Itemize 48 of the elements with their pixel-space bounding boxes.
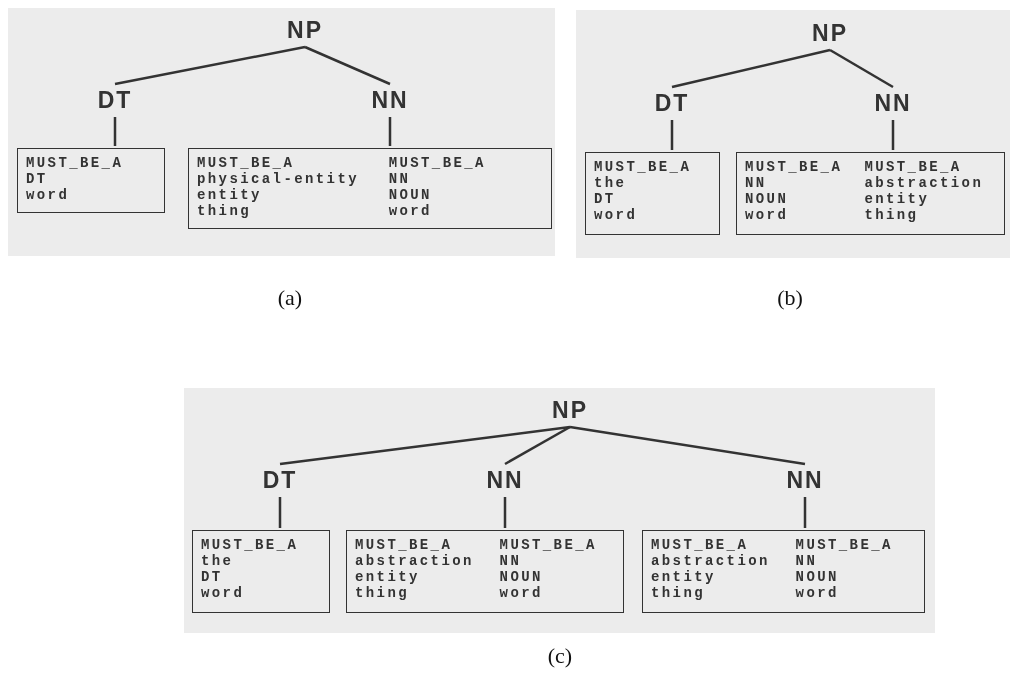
feature-list: MUST_BE_A the DT word <box>201 537 312 606</box>
tree-branch-line <box>279 425 571 466</box>
tree-branch-line <box>304 45 391 86</box>
tree-node-label: NP <box>805 19 855 47</box>
feature-box <box>192 530 330 613</box>
feature-list: MUST_BE_A NN NOUN word <box>795 537 906 606</box>
tree-node-label: NN <box>780 466 830 494</box>
feature-box <box>585 152 720 235</box>
tree-node-label: NN <box>868 89 918 117</box>
panel-background <box>184 388 935 633</box>
tree-branch-line <box>504 425 571 466</box>
feature-list: MUST_BE_A physical-entity entity thing <box>197 155 378 222</box>
tree-node-label: NP <box>545 396 595 424</box>
feature-list: MUST_BE_A abstraction entity thing <box>651 537 785 606</box>
tree-branch-line <box>113 117 117 146</box>
tree-branch-line <box>671 48 831 89</box>
subfigure-caption: (a) <box>276 285 304 311</box>
tree-branch-line <box>670 120 674 150</box>
feature-list: MUST_BE_A DT word <box>26 155 137 206</box>
tree-node-label: DT <box>255 466 305 494</box>
tree-node-label: DT <box>90 86 140 114</box>
tree-branch-line <box>803 497 807 528</box>
tree-branch-line <box>114 45 306 86</box>
tree-node-label: NN <box>365 86 415 114</box>
panel-background <box>8 8 555 256</box>
feature-list: MUST_BE_A abstraction entity thing <box>864 159 996 228</box>
feature-list: MUST_BE_A the DT word <box>594 159 705 228</box>
feature-box <box>188 148 552 229</box>
tree-branch-line <box>829 48 894 89</box>
feature-list: MUST_BE_A NN NOUN word <box>745 159 854 228</box>
tree-branch-line <box>503 497 507 528</box>
feature-box <box>346 530 624 613</box>
feature-list: MUST_BE_A abstraction entity thing <box>355 537 489 606</box>
feature-box <box>642 530 925 613</box>
tree-node-label: NN <box>480 466 530 494</box>
tree-branch-line <box>569 425 806 466</box>
feature-box <box>736 152 1005 235</box>
feature-box <box>17 148 165 213</box>
subfigure-caption: (b) <box>776 285 804 311</box>
subfigure-caption: (c) <box>546 643 574 669</box>
tree-branch-line <box>278 497 282 528</box>
tree-node-label: NP <box>280 16 330 44</box>
tree-branch-line <box>388 117 392 146</box>
feature-list: MUST_BE_A NN NOUN word <box>499 537 610 606</box>
tree-branch-line <box>891 120 895 150</box>
panel-background <box>576 10 1010 258</box>
tree-node-label: DT <box>647 89 697 117</box>
feature-list: MUST_BE_A NN NOUN word <box>388 155 499 222</box>
